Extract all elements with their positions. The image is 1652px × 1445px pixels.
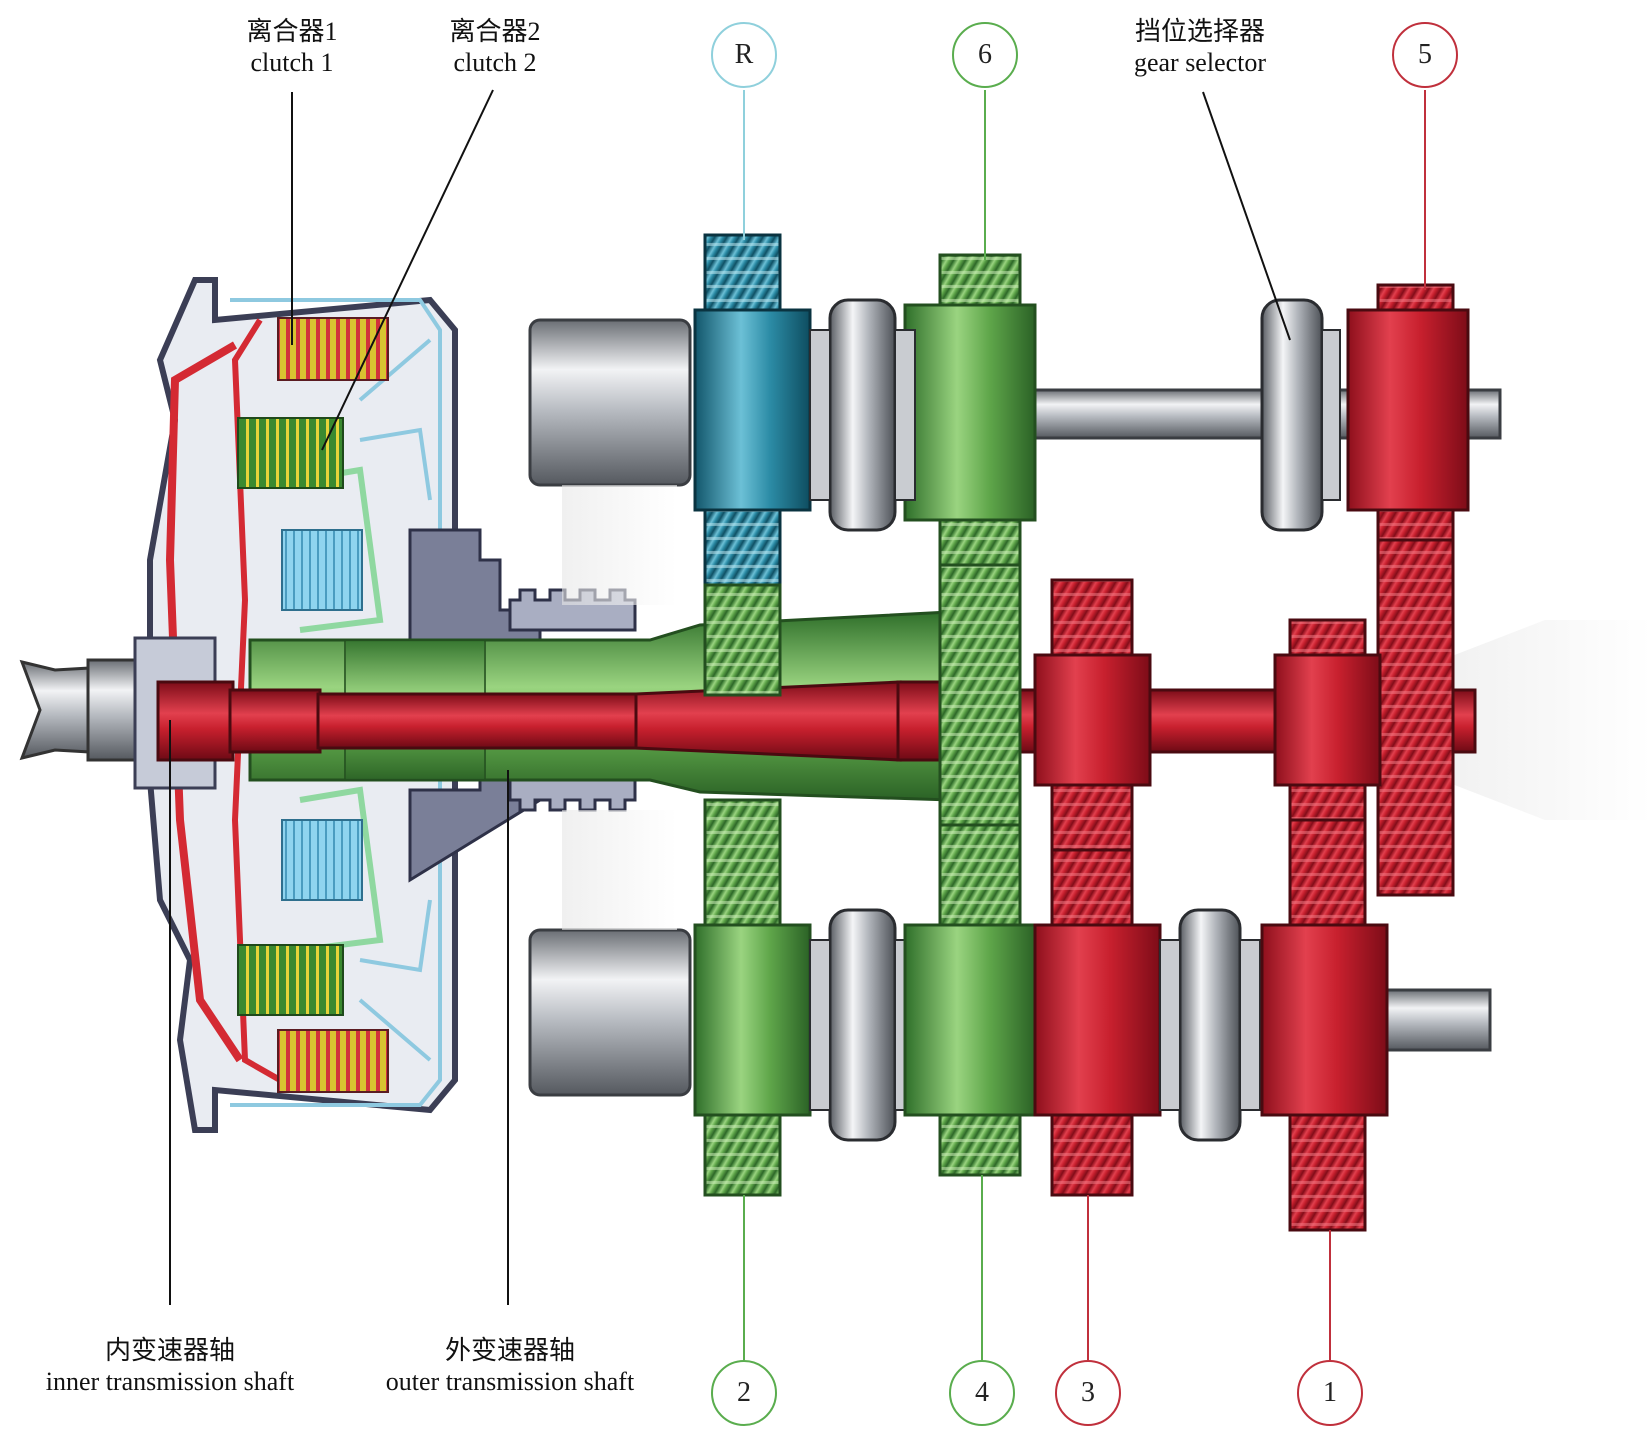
- gear-fourth: [903, 823, 1037, 1177]
- clutch2-label: 离合器2 clutch 2: [425, 16, 565, 78]
- outer-shaft-label: 外变速器轴 outer transmission shaft: [355, 1335, 665, 1397]
- gear-third-drive: [1033, 578, 1152, 852]
- outer-shaft-label-en: outer transmission shaft: [385, 1367, 635, 1396]
- gear-selector-label-en: gear selector: [1133, 48, 1267, 77]
- output-fade: [1390, 620, 1652, 820]
- gear-first-badge: 1: [1297, 1360, 1363, 1426]
- gear-reverse: [693, 233, 812, 697]
- gear-fourth-badge: 4: [949, 1360, 1015, 1426]
- inner-shaft-label: 内变速器轴 inner transmission shaft: [20, 1335, 320, 1397]
- gear-third-badge: 3: [1055, 1360, 1121, 1426]
- gear-sixth: [903, 253, 1037, 827]
- clutch2-label-en: clutch 2: [453, 48, 537, 77]
- gear-fifth-badge: 5: [1392, 22, 1458, 88]
- outer-shaft-label-cn: 外变速器轴: [444, 1336, 575, 1365]
- gear-sixth-badge: 6: [952, 22, 1018, 88]
- synchronizer-2-4: [809, 908, 916, 1142]
- gear-first-drive: [1273, 618, 1382, 822]
- synchronizer-r-6: [809, 298, 916, 532]
- gear-selector: [1260, 298, 1341, 532]
- leader-lines: [169, 89, 1426, 1360]
- gear-first: [1260, 818, 1389, 1232]
- clutch1-label: 离合器1 clutch 1: [222, 16, 362, 78]
- inner-shaft-label-en: inner transmission shaft: [45, 1367, 295, 1396]
- gear-reverse-badge: R: [711, 22, 777, 88]
- gear-selector-label: 挡位选择器 gear selector: [1110, 16, 1290, 78]
- gear-second-badge: 2: [711, 1360, 777, 1426]
- clutch1-label-cn: 离合器1: [246, 17, 338, 46]
- clutch1-label-en: clutch 1: [250, 48, 334, 77]
- gear-second: [693, 798, 812, 1197]
- inner-shaft-label-cn: 内变速器轴: [104, 1336, 235, 1365]
- gear-third: [1033, 848, 1162, 1197]
- clutch2-label-cn: 离合器2: [449, 17, 541, 46]
- gear-selector-label-cn: 挡位选择器: [1134, 17, 1265, 46]
- gear-fifth: [1346, 283, 1470, 897]
- synchronizer-1-3: [1159, 908, 1261, 1142]
